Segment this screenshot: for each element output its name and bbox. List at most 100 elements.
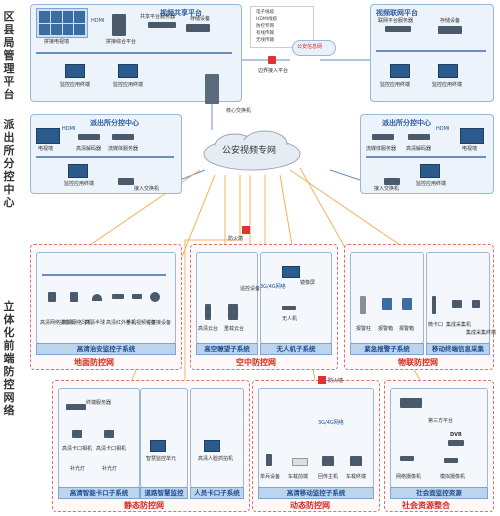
station-left-stream[interactable]: [112, 134, 134, 140]
station-left-title: 派出所分控中心: [90, 119, 139, 127]
iot-device-5[interactable]: [472, 300, 480, 308]
dynamic-device-3-label: 车载终端: [346, 474, 367, 480]
air-device-3[interactable]: [282, 266, 300, 278]
air-device-0[interactable]: [205, 304, 211, 320]
static-device-6[interactable]: [204, 440, 220, 452]
net-server-device[interactable]: [385, 26, 411, 32]
legend-item-1: HDMI线缆: [256, 17, 278, 22]
static-subpanel-3: [190, 388, 244, 488]
terminal-1[interactable]: [65, 64, 85, 78]
air-system-bar-1: 高空瞭望子系统: [196, 343, 258, 355]
station-right-switch-label: 接入交换机: [374, 186, 400, 192]
static-device-4-label: 补光灯: [102, 466, 118, 472]
station-left-hdmi-label: HDMI: [62, 126, 76, 132]
station-right-panel: [360, 114, 494, 194]
legend-item-4: 无线传输: [256, 38, 274, 43]
station-right-switch[interactable]: [384, 178, 400, 185]
ground-bus: [42, 274, 166, 276]
ground-net-name: 地面防控网: [74, 358, 114, 367]
ground-device-1[interactable]: [70, 292, 78, 302]
legend-item-3: 有线传输: [256, 31, 274, 36]
net-storage-device[interactable]: [438, 26, 462, 34]
air-system-bar-2: 无人机子系统: [260, 343, 332, 355]
static-device-5[interactable]: [150, 440, 166, 452]
video-net-title: 视频联网平台: [376, 9, 418, 17]
dynamic-device-3[interactable]: [350, 456, 362, 466]
station-right-bus: [366, 156, 486, 158]
social-ipcam-device[interactable]: [400, 456, 414, 461]
zone-label-frontend: 立体化前端防控网络: [3, 300, 15, 417]
station-right-tv[interactable]: [460, 128, 484, 144]
dynamic-device-0-label: 单兵设备: [260, 474, 281, 480]
static-device-0[interactable]: [66, 404, 86, 410]
net-terminal-1-label: 监控应用终端: [380, 82, 411, 88]
air-device-1[interactable]: [228, 304, 238, 320]
iot-device-1[interactable]: [382, 298, 392, 310]
iot-device-3[interactable]: [432, 296, 436, 314]
dynamic-device-1[interactable]: [292, 458, 308, 466]
ground-system-bar: 高清治安监控子系统: [36, 343, 176, 355]
static-device-5-label: 智慧监控单元: [146, 456, 177, 462]
station-left-switch[interactable]: [118, 178, 134, 185]
ground-device-4[interactable]: [132, 294, 142, 299]
social-dvr-device[interactable]: [448, 440, 464, 446]
border-platform-label: 边界接入平台: [258, 68, 289, 74]
ground-device-5[interactable]: [150, 292, 160, 302]
iot-device-2-label: 报警箱: [399, 326, 415, 332]
dynamic-device-2[interactable]: [322, 456, 334, 466]
social-platform-device[interactable]: [400, 398, 422, 408]
net-terminal-2[interactable]: [438, 64, 458, 78]
station-left-decoder-label: 高清解码器: [76, 146, 102, 152]
station-right-stream[interactable]: [372, 134, 394, 140]
station-right-terminal[interactable]: [420, 164, 440, 178]
static-device-2[interactable]: [104, 430, 114, 438]
dynamic-device-0[interactable]: [266, 454, 272, 466]
ground-device-0[interactable]: [48, 292, 56, 302]
iot-device-4[interactable]: [452, 300, 462, 308]
station-left-switch-label: 接入交换机: [134, 186, 160, 192]
ground-device-3[interactable]: [112, 294, 124, 299]
iot-device-5-label: 集成采集终端: [466, 330, 497, 336]
air-device-2-label: 遥控设备: [240, 286, 261, 292]
station-left-tv[interactable]: [36, 128, 60, 144]
dynamic-device-1-label: 车载前端: [288, 474, 309, 480]
net-storage-label: 存储设备: [440, 18, 461, 24]
net-server-label: 联网平台服务器: [378, 18, 414, 24]
iot-system-bar-2: 移动终端信息采集: [426, 343, 490, 355]
static-system-bar-1: 高清智能卡口子系统: [58, 487, 140, 499]
static-net-name: 静态防控网: [124, 501, 164, 510]
core-switch[interactable]: [205, 74, 219, 104]
social-device-1-label: DVR: [450, 432, 462, 438]
air-subpanel-1: [196, 252, 258, 344]
iot-system-bar-1: 紧急报警子系统: [350, 343, 424, 355]
air-comm-label: 3G/4G网络: [260, 284, 286, 290]
iot-subpanel-2: [426, 252, 490, 344]
station-right-decoder[interactable]: [408, 134, 430, 140]
social-analog-device[interactable]: [444, 458, 458, 463]
static-device-1[interactable]: [72, 430, 82, 438]
tv-wall[interactable]: [36, 8, 88, 38]
ground-device-2[interactable]: [92, 294, 102, 301]
iot-device-2[interactable]: [402, 298, 412, 310]
iot-device-0[interactable]: [360, 296, 366, 314]
static-device-0-label: 终端服务器: [86, 400, 112, 406]
hdmi-label: HDMI: [91, 18, 105, 24]
storage-device[interactable]: [186, 24, 210, 32]
station-left-decoder[interactable]: [78, 134, 100, 140]
tv-wall-label: 拼接电视墙: [44, 39, 70, 45]
static-system-bar-3: 人员卡口子系统: [190, 487, 244, 499]
air-device-4[interactable]: [282, 306, 296, 310]
static-device-6-label: 高清人脸抓拍机: [198, 456, 234, 462]
legend-box: [250, 6, 314, 48]
net-terminal-1[interactable]: [390, 64, 410, 78]
station-left-terminal[interactable]: [68, 164, 88, 178]
terminal-2[interactable]: [118, 64, 138, 78]
social-system-bar: 社会面监控资源: [390, 487, 488, 499]
stream-server-device[interactable]: [148, 22, 176, 28]
iot-device-4-label: 集成采集机: [446, 322, 472, 328]
zone-label-management: 区县局管理平台: [3, 10, 15, 101]
controller-device[interactable]: [112, 14, 126, 36]
video-net-panel: [370, 4, 494, 102]
dynamic-firewall-icon: [318, 376, 326, 384]
border-firewall-icon: [268, 56, 276, 64]
